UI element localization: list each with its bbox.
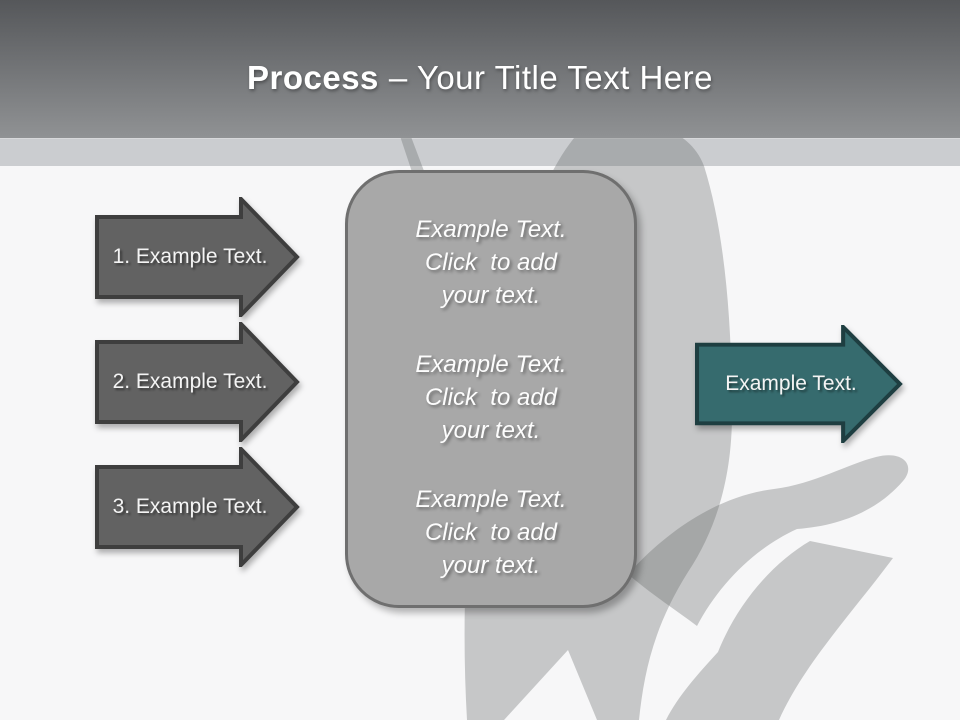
silhouette-rope xyxy=(400,134,424,175)
header-band xyxy=(0,138,960,166)
placeholder-line: your text. xyxy=(441,282,541,309)
placeholder-paragraph[interactable]: Example Text. Click to add your text. xyxy=(415,348,566,447)
arrow-label: 2. Example Text. xyxy=(112,370,268,393)
title-subtitle: – Your Title Text Here xyxy=(388,59,714,96)
title-keyword: Process xyxy=(246,59,379,96)
process-arrow-1[interactable]: 1. Example Text. xyxy=(95,197,300,317)
process-arrow-3[interactable]: 3. Example Text. xyxy=(95,447,300,567)
arrow-label: 3. Example Text. xyxy=(112,495,268,518)
result-arrow[interactable]: Example Text. xyxy=(695,325,903,443)
process-arrow-2[interactable]: 2. Example Text. xyxy=(95,322,300,442)
arrow-label: 1. Example Text. xyxy=(112,245,268,268)
right-arrow-icon xyxy=(95,197,300,317)
silhouette-shin xyxy=(666,541,893,720)
slide-title[interactable]: Process – Your Title Text Here xyxy=(247,41,713,97)
placeholder-line: your text. xyxy=(441,552,541,579)
placeholder-line: Example Text. xyxy=(415,351,567,378)
placeholder-line: Click to add xyxy=(424,249,558,276)
placeholder-line: Example Text. xyxy=(415,216,567,243)
right-arrow-icon xyxy=(695,325,903,443)
silhouette-leg-gap xyxy=(504,650,597,720)
placeholder-line: Click to add xyxy=(424,519,558,546)
right-arrow-icon xyxy=(95,447,300,567)
center-text-box[interactable]: Example Text. Click to add your text. Ex… xyxy=(345,170,637,608)
placeholder-line: Example Text. xyxy=(415,486,567,513)
silhouette-thigh-foot xyxy=(628,455,909,626)
placeholder-line: your text. xyxy=(441,417,541,444)
placeholder-paragraph[interactable]: Example Text. Click to add your text. xyxy=(415,213,566,312)
placeholder-paragraph[interactable]: Example Text. Click to add your text. xyxy=(415,483,566,582)
placeholder-line: Click to add xyxy=(424,384,558,411)
right-arrow-icon xyxy=(95,322,300,442)
arrow-label: Example Text. xyxy=(725,372,857,395)
slide-header: Process – Your Title Text Here xyxy=(0,0,960,138)
